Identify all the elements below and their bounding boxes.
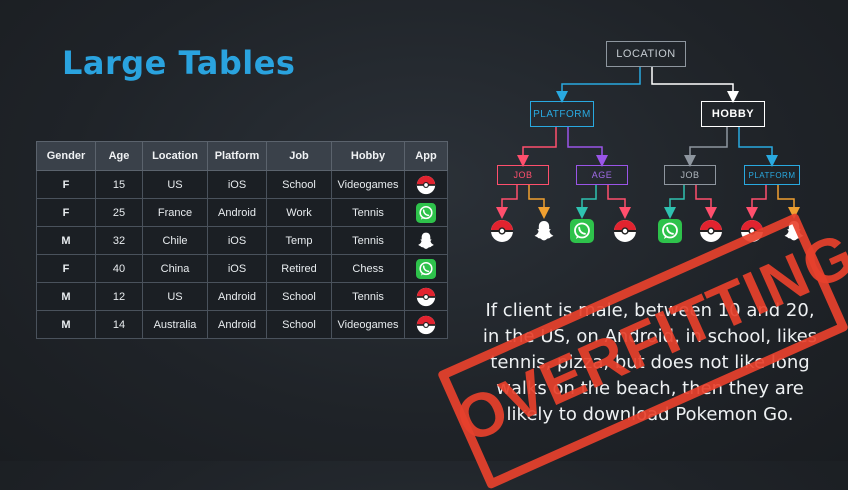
edge-platform-age: [567, 127, 608, 167]
cell-hobby: Chess: [331, 254, 405, 283]
snapchat-icon: [782, 219, 806, 243]
tree-node-age: AGE: [576, 165, 628, 185]
cell-gender: M: [36, 310, 96, 339]
edge-location-platform: [556, 67, 641, 103]
edge-platform-job: [517, 127, 557, 167]
statement-text: If client is male, between 10 and 20, in…: [482, 300, 818, 425]
snapchat-icon: [532, 219, 556, 243]
cell-platform: iOS: [207, 170, 267, 199]
cell-hobby: Tennis: [331, 198, 405, 227]
whatsapp-icon: [416, 202, 436, 223]
cell-job: Retired: [266, 254, 332, 283]
tree-node-platform: PLATFORM: [530, 101, 594, 127]
cell-app: [404, 198, 448, 227]
edge-hobby-platform: [738, 127, 778, 167]
snapchat-icon: [416, 231, 436, 251]
tree-node-job-left: JOB: [497, 165, 549, 185]
cell-location: US: [142, 170, 208, 199]
pokeball-icon: [490, 219, 514, 243]
whatsapp-icon: [416, 258, 436, 279]
column-header-age: Age: [95, 141, 143, 171]
edge-job2-leaf6: [695, 185, 717, 219]
pokeball-icon: [699, 219, 723, 243]
cell-hobby: Videogames: [331, 170, 405, 199]
cell-app: [404, 226, 448, 255]
cell-age: 14: [95, 310, 143, 339]
whatsapp-icon: [658, 219, 682, 243]
tree-node-platform-right: PLATFORM: [744, 165, 800, 185]
edge-platform2-leaf7: [746, 185, 767, 219]
column-header-job: Job: [266, 141, 332, 171]
slide-title: Large Tables: [62, 44, 296, 82]
tree-node-location: LOCATION: [606, 41, 686, 67]
cell-age: 15: [95, 170, 143, 199]
cell-location: France: [142, 198, 208, 227]
tree-node-hobby: HOBBY: [701, 101, 765, 127]
cell-app: [404, 282, 448, 311]
cell-gender: M: [36, 226, 96, 255]
column-header-gender: Gender: [36, 141, 96, 171]
cell-app: [404, 310, 448, 339]
cell-platform: Android: [207, 198, 267, 227]
column-header-platform: Platform: [207, 141, 267, 171]
cell-age: 32: [95, 226, 143, 255]
edge-job1-leaf1: [496, 185, 518, 219]
edge-age-leaf4: [607, 185, 631, 219]
cell-gender: F: [36, 254, 96, 283]
cell-age: 40: [95, 254, 143, 283]
cell-gender: F: [36, 198, 96, 227]
pokeball-icon: [740, 219, 764, 243]
edge-age-leaf3: [576, 185, 597, 219]
tree-connectors: [496, 67, 800, 219]
edge-job2-leaf5: [664, 185, 685, 219]
pokeball-icon: [416, 175, 436, 195]
cell-platform: Android: [207, 310, 267, 339]
cell-location: US: [142, 282, 208, 311]
cell-platform: Android: [207, 282, 267, 311]
pokeball-icon: [416, 315, 436, 335]
cell-job: Temp: [266, 226, 332, 255]
cell-gender: F: [36, 170, 96, 199]
cell-app: [404, 254, 448, 283]
cell-age: 25: [95, 198, 143, 227]
cell-platform: iOS: [207, 254, 267, 283]
cell-platform: iOS: [207, 226, 267, 255]
cell-job: Work: [266, 198, 332, 227]
cell-job: School: [266, 310, 332, 339]
whatsapp-icon: [570, 219, 594, 243]
cell-age: 12: [95, 282, 143, 311]
data-table: Gender Age Location Platform Job Hobby A…: [36, 141, 448, 339]
edge-hobby-job: [684, 127, 728, 167]
pokeball-icon: [416, 287, 436, 307]
edge-platform2-leaf8: [777, 185, 800, 219]
cell-job: School: [266, 282, 332, 311]
cell-location: Chile: [142, 226, 208, 255]
cell-gender: M: [36, 282, 96, 311]
edge-location-hobby: [651, 67, 739, 103]
column-header-app: App: [404, 141, 448, 171]
table-header-row: Gender Age Location Platform Job Hobby A…: [36, 141, 448, 171]
tree-node-job-right: JOB: [664, 165, 716, 185]
edge-job1-leaf2: [528, 185, 550, 219]
column-header-hobby: Hobby: [331, 141, 405, 171]
pokeball-icon: [613, 219, 637, 243]
